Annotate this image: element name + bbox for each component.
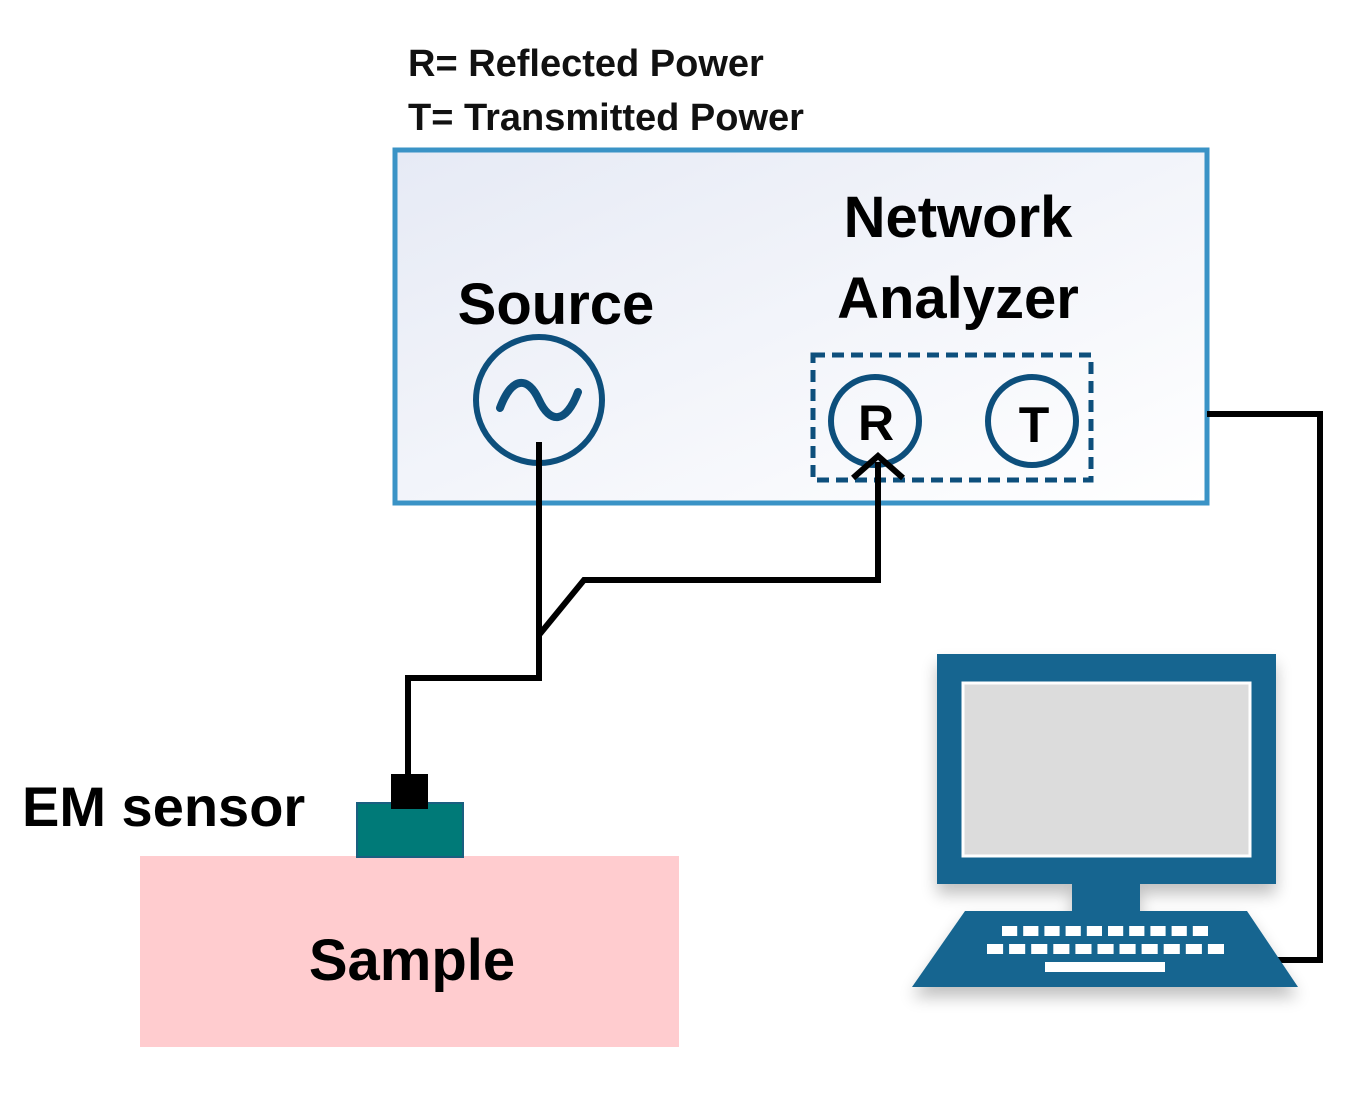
- keyboard-key: [1075, 944, 1092, 954]
- sample-block: [140, 856, 679, 1047]
- transmitted-port-label: T: [1019, 397, 1050, 453]
- keyboard-key: [1192, 926, 1208, 936]
- em-sensor-body: [356, 802, 464, 858]
- desktop-computer-icon: [912, 654, 1298, 987]
- keyboard-key: [1207, 944, 1224, 954]
- keyboard-key: [1053, 944, 1070, 954]
- sample-label: Sample: [309, 928, 515, 993]
- keyboard-keys: [987, 926, 1224, 972]
- reflected-arrowhead: [851, 452, 905, 481]
- keyboard-key: [1097, 944, 1114, 954]
- keyboard-key: [1023, 926, 1039, 936]
- keyboard-key: [1119, 944, 1136, 954]
- reflected-port-label: R: [858, 395, 894, 451]
- transmitted-port: T: [985, 374, 1079, 468]
- computer-screen: [961, 681, 1252, 858]
- keyboard-key: [1108, 926, 1124, 936]
- keyboard-key: [1150, 926, 1166, 936]
- keyboard-key: [987, 944, 1004, 954]
- keyboard-key: [1086, 926, 1102, 936]
- keyboard-key: [1129, 926, 1145, 936]
- legend-reflected: R= Reflected Power: [408, 43, 764, 85]
- keyboard-key: [1044, 926, 1060, 936]
- receiver-group-outline: [810, 352, 1094, 483]
- source-to-sensor-cable: [405, 442, 542, 780]
- keyboard-key: [1009, 944, 1026, 954]
- legend-transmitted: T= Transmitted Power: [408, 97, 804, 139]
- keyboard-key: [1171, 926, 1187, 936]
- coax-connector-icon: [391, 774, 428, 809]
- keyboard-key: [1031, 944, 1048, 954]
- source-label: Source: [458, 272, 655, 337]
- keyboard-key: [1065, 926, 1081, 936]
- keyboard-key: [1141, 944, 1158, 954]
- keyboard-key: [1185, 944, 1202, 954]
- keyboard-key: [1163, 944, 1180, 954]
- keyboard-spacebar: [1045, 962, 1165, 972]
- reflected-signal-line: [536, 462, 881, 637]
- em-sensor-label: EM sensor: [22, 775, 305, 838]
- analyzer-to-computer-cable: [1207, 411, 1323, 963]
- keyboard-key: [1002, 926, 1018, 936]
- analyzer-title-line2: Analyzer: [837, 266, 1079, 331]
- analyzer-title-line1: Network: [844, 185, 1074, 250]
